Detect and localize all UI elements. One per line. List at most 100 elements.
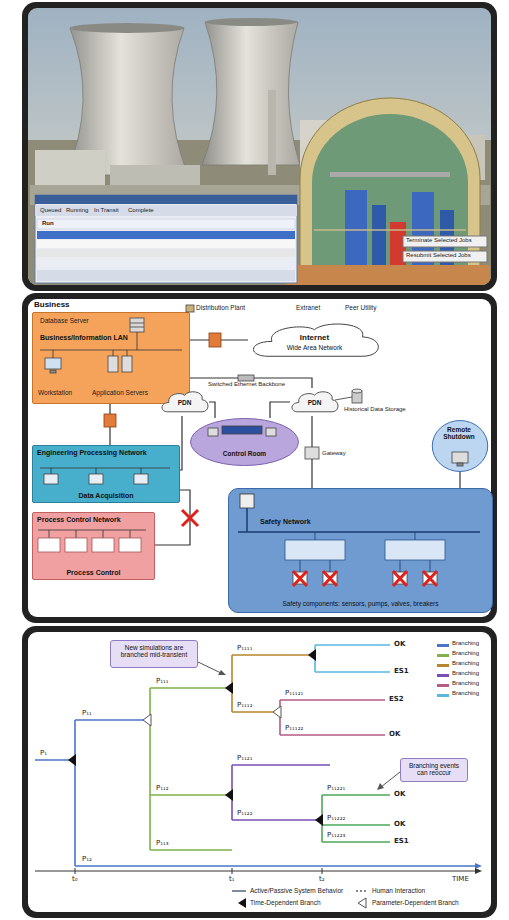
plant-photo xyxy=(202,22,300,165)
event-tree xyxy=(225,682,233,694)
legend-swatch xyxy=(437,684,449,687)
device-icons xyxy=(385,540,445,560)
device-icons xyxy=(266,428,276,436)
event-tree xyxy=(35,645,482,908)
plant-photo xyxy=(28,8,491,285)
plant-photo xyxy=(205,18,297,26)
event-tree xyxy=(232,890,246,892)
tab-label: Queued xyxy=(40,207,61,214)
device-icons xyxy=(209,333,221,347)
site-label: Distribution Plant xyxy=(196,304,245,311)
station-label: Remote Shutdown xyxy=(437,426,481,441)
probability-label: P₁₂ xyxy=(82,855,92,863)
device-label: Database Server xyxy=(40,317,89,324)
outcome-label: ES1 xyxy=(394,667,409,675)
device-icons xyxy=(92,538,114,552)
legend-swatch xyxy=(437,694,449,697)
cloud-label: PDN xyxy=(290,399,339,406)
plant-photo xyxy=(314,229,466,231)
time-label: t₁ xyxy=(229,875,235,883)
callout-box: Branching events can reoccur xyxy=(400,758,468,782)
control-room: Control Room xyxy=(190,418,299,466)
backbone-label: Switched Ethernet Backbone xyxy=(208,381,285,388)
event-tree xyxy=(150,688,232,850)
device-icons xyxy=(119,538,141,552)
control-room-outline xyxy=(190,418,299,466)
red-cross-mark xyxy=(182,510,198,526)
device-icons xyxy=(40,332,182,358)
event-tree xyxy=(35,871,476,872)
control-room-shape xyxy=(191,418,299,465)
device-icons xyxy=(452,452,468,463)
device-icons xyxy=(186,305,194,312)
device-icons xyxy=(38,530,146,538)
device-icons xyxy=(335,397,352,400)
device-icons xyxy=(238,508,480,532)
probability-label: P₁₁ xyxy=(82,709,92,717)
device-icons xyxy=(238,375,254,381)
event-tree xyxy=(35,720,476,866)
device-icons xyxy=(65,538,87,552)
probability-label: P₁₁₂₁ xyxy=(237,754,252,762)
event-tree xyxy=(356,890,368,892)
probability-label: P₁₁₂₂₁ xyxy=(327,784,345,792)
zone-title: Process Control xyxy=(33,569,154,577)
event-tree xyxy=(358,898,366,908)
device-label: Gateway xyxy=(322,450,346,457)
legend-text: Branching xyxy=(452,660,479,667)
remote-shutdown-station-shape xyxy=(432,421,487,472)
outcome-label: OK xyxy=(394,790,405,798)
outcome-label: OK xyxy=(394,820,405,828)
event-tree xyxy=(232,765,330,820)
event-tree xyxy=(475,868,482,874)
event-tree xyxy=(308,649,316,661)
legend-swatch xyxy=(437,674,449,677)
device-icons xyxy=(240,494,254,508)
device-icons xyxy=(108,356,118,372)
plant-photo xyxy=(35,205,297,216)
legend-text: Time-Dependent Branch xyxy=(250,899,321,906)
legend-text: Parameter-Dependent Branch xyxy=(372,899,459,906)
panel-frames xyxy=(22,2,497,918)
pdn-cloud: PDN xyxy=(160,388,209,416)
event-tree xyxy=(75,868,322,874)
red-cross-mark xyxy=(393,571,407,586)
probability-label: P₁₁₁₁ xyxy=(237,644,252,652)
callout-box: New simulations are branched mid-transie… xyxy=(110,640,198,668)
column-header: Run xyxy=(42,220,54,227)
event-tree xyxy=(238,898,246,908)
event-tree xyxy=(322,795,390,842)
network-link xyxy=(180,416,182,470)
device-icons xyxy=(44,474,58,484)
event-tree xyxy=(68,754,76,766)
legend-text: Branching xyxy=(452,680,479,687)
probability-label: P₁ xyxy=(40,749,47,757)
outcome-label: OK xyxy=(389,730,400,738)
time-label: t₂ xyxy=(319,875,325,883)
device-icons xyxy=(130,323,144,324)
cloud-title: Internet xyxy=(248,333,381,342)
device-label: Application Servers xyxy=(92,389,148,396)
plant-photo xyxy=(300,98,480,285)
device-icons xyxy=(50,370,56,373)
device-icons xyxy=(130,327,144,328)
probability-label: P₁₁₁ xyxy=(156,677,169,685)
legend-text: Human Interaction xyxy=(372,887,425,894)
legend-text: Branching xyxy=(452,650,479,657)
probability-label: P₁₁₁₂₁ xyxy=(285,689,303,697)
plant-photo xyxy=(37,240,295,248)
cloud-subtitle: Wide Area Network xyxy=(248,344,381,351)
zone-title: Data Acquisition xyxy=(33,492,179,500)
device-icons xyxy=(130,318,144,332)
network-link xyxy=(459,472,460,488)
legend-text: Branching xyxy=(452,640,479,647)
network-name: Safety Network xyxy=(260,518,311,526)
plant-photo xyxy=(35,195,297,283)
plant-photo xyxy=(37,219,295,229)
tab-label: In Transit xyxy=(94,207,119,214)
network-name: Process Control Network xyxy=(37,516,121,524)
red-cross-mark xyxy=(323,571,337,586)
device-icons xyxy=(40,468,170,474)
panel-frames xyxy=(22,293,497,623)
callout-text: New simulations are branched mid-transie… xyxy=(114,644,194,659)
